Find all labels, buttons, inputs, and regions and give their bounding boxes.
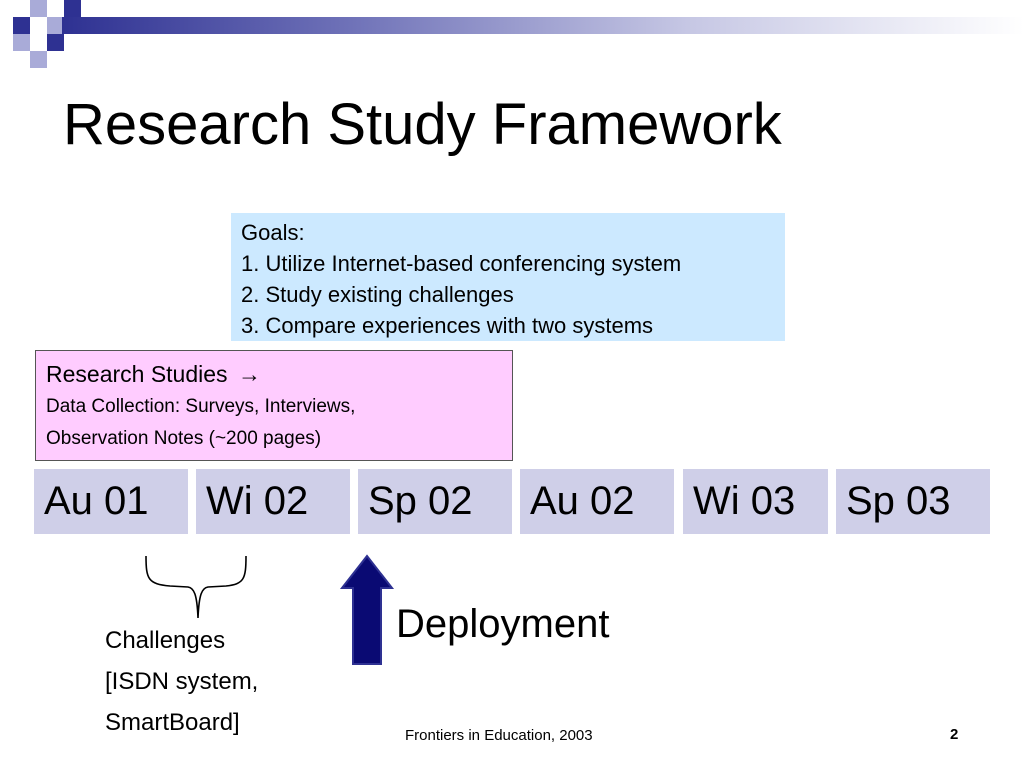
deco-square xyxy=(30,0,47,17)
goal-item: 3. Compare experiences with two systems xyxy=(241,313,654,338)
goal-item: 1. Utilize Internet-based conferencing s… xyxy=(241,251,682,276)
deco-square xyxy=(47,34,64,51)
right-arrow-icon: → xyxy=(237,361,261,387)
research-heading-row: Research Studies → xyxy=(46,357,502,391)
deco-square xyxy=(13,17,30,34)
quarter-box-sp02: Sp 02 xyxy=(358,469,512,534)
challenges-line: SmartBoard] xyxy=(105,709,240,736)
deco-square xyxy=(64,0,81,17)
challenges-line: [ISDN system, xyxy=(105,668,259,695)
deco-square xyxy=(30,51,47,68)
slide-title: Research Study Framework xyxy=(63,92,782,157)
quarter-box-sp03: Sp 03 xyxy=(836,469,990,534)
deco-square xyxy=(13,34,30,51)
quarter-box-wi03: Wi 03 xyxy=(683,469,828,534)
up-arrow-icon xyxy=(339,554,395,665)
goals-box: Goals: 1. Utilize Internet-based confere… xyxy=(231,213,785,341)
challenges-line: Challenges xyxy=(105,627,226,654)
research-studies-box: Research Studies → Data Collection: Surv… xyxy=(35,350,513,461)
header-gradient-bar xyxy=(62,17,1024,34)
footer-text: Frontiers in Education, 2003 xyxy=(405,727,593,744)
page-number: 2 xyxy=(950,726,959,743)
quarter-box-au02: Au 02 xyxy=(520,469,674,534)
goals-heading: Goals: xyxy=(241,220,305,245)
research-detail-line: Data Collection: Surveys, Interviews, xyxy=(46,396,356,417)
research-heading: Research Studies xyxy=(46,361,228,387)
curly-brace-icon xyxy=(145,555,247,619)
research-detail-line: Observation Notes (~200 pages) xyxy=(46,428,322,449)
goal-item: 2. Study existing challenges xyxy=(241,282,514,307)
quarter-box-wi02: Wi 02 xyxy=(196,469,350,534)
challenges-note: Challenges [ISDN system, SmartBoard] xyxy=(105,620,258,743)
deco-square xyxy=(47,17,64,34)
deployment-label: Deployment xyxy=(396,602,610,646)
quarter-box-au01: Au 01 xyxy=(34,469,188,534)
